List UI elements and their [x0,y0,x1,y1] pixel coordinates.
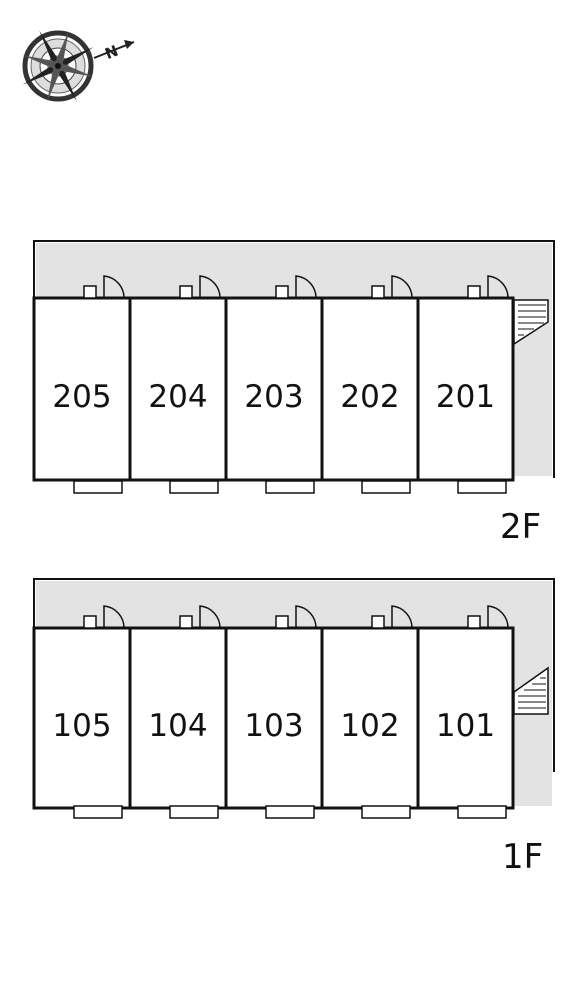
room-number-label: 104 [148,708,207,744]
outer-wall-1f [33,578,555,772]
room-outline [416,626,515,810]
room-outline [128,626,228,810]
room-201: 201 [416,275,515,494]
north-label: N [102,42,120,63]
window [265,805,315,819]
room-number-label: 204 [148,379,207,415]
room-205: 205 [32,275,132,494]
meter-box [275,615,289,629]
door-icon [295,275,317,299]
door-icon [295,605,317,629]
room-outline [128,296,228,482]
room-number-label: 203 [244,379,303,415]
room-units-2f: 205 204 203 202 201 [32,275,515,494]
room-outline [32,296,132,482]
window [73,805,123,819]
window [265,480,315,494]
room-outline [32,626,132,810]
north-indicator: N [93,40,135,63]
room-number-label: 103 [244,708,303,744]
room-203: 203 [224,275,324,494]
room-outline [416,296,515,482]
room-number-label: 202 [340,379,399,415]
window [457,480,507,494]
room-number-label: 201 [436,379,495,415]
meter-box [83,615,97,629]
room-units-1f: 105 104 103 102 101 [32,605,515,819]
meter-box [467,285,481,299]
room-102: 102 [320,605,420,819]
floor-label-2f: 2F [500,507,541,547]
room-105: 105 [32,605,132,819]
meter-box [371,615,385,629]
room-103: 103 [224,605,324,819]
room-number-label: 105 [52,708,111,744]
room-outline [320,626,420,810]
room-104: 104 [128,605,228,819]
meter-box [371,285,385,299]
door-icon [487,275,509,299]
corridor-2f [36,243,552,476]
door-icon [103,275,125,299]
room-number-label: 102 [340,708,399,744]
corridor-1f [36,581,552,806]
meter-box [275,285,289,299]
door-icon [103,605,125,629]
door-icon [199,605,221,629]
meter-box [83,285,97,299]
room-204: 204 [128,275,228,494]
floor-2f: 205 204 203 202 201 2F [32,240,555,547]
room-outline [224,296,324,482]
floor-1f: 105 104 103 102 101 1F [32,578,555,877]
door-icon [199,275,221,299]
window [73,480,123,494]
door-icon [391,605,413,629]
room-number-label: 205 [52,379,111,415]
room-101: 101 [416,605,515,819]
meter-box [179,615,193,629]
door-icon [487,605,509,629]
meter-box [179,285,193,299]
door-icon [391,275,413,299]
window [169,480,219,494]
outer-wall-2f [33,240,555,478]
floor-label-1f: 1F [502,837,543,877]
meter-box [467,615,481,629]
window [457,805,507,819]
room-202: 202 [320,275,420,494]
compass-rose-icon [22,30,94,102]
room-number-label: 101 [436,708,495,744]
stair-2f [513,299,549,346]
room-outline [320,296,420,482]
window [361,480,411,494]
window [169,805,219,819]
window [361,805,411,819]
